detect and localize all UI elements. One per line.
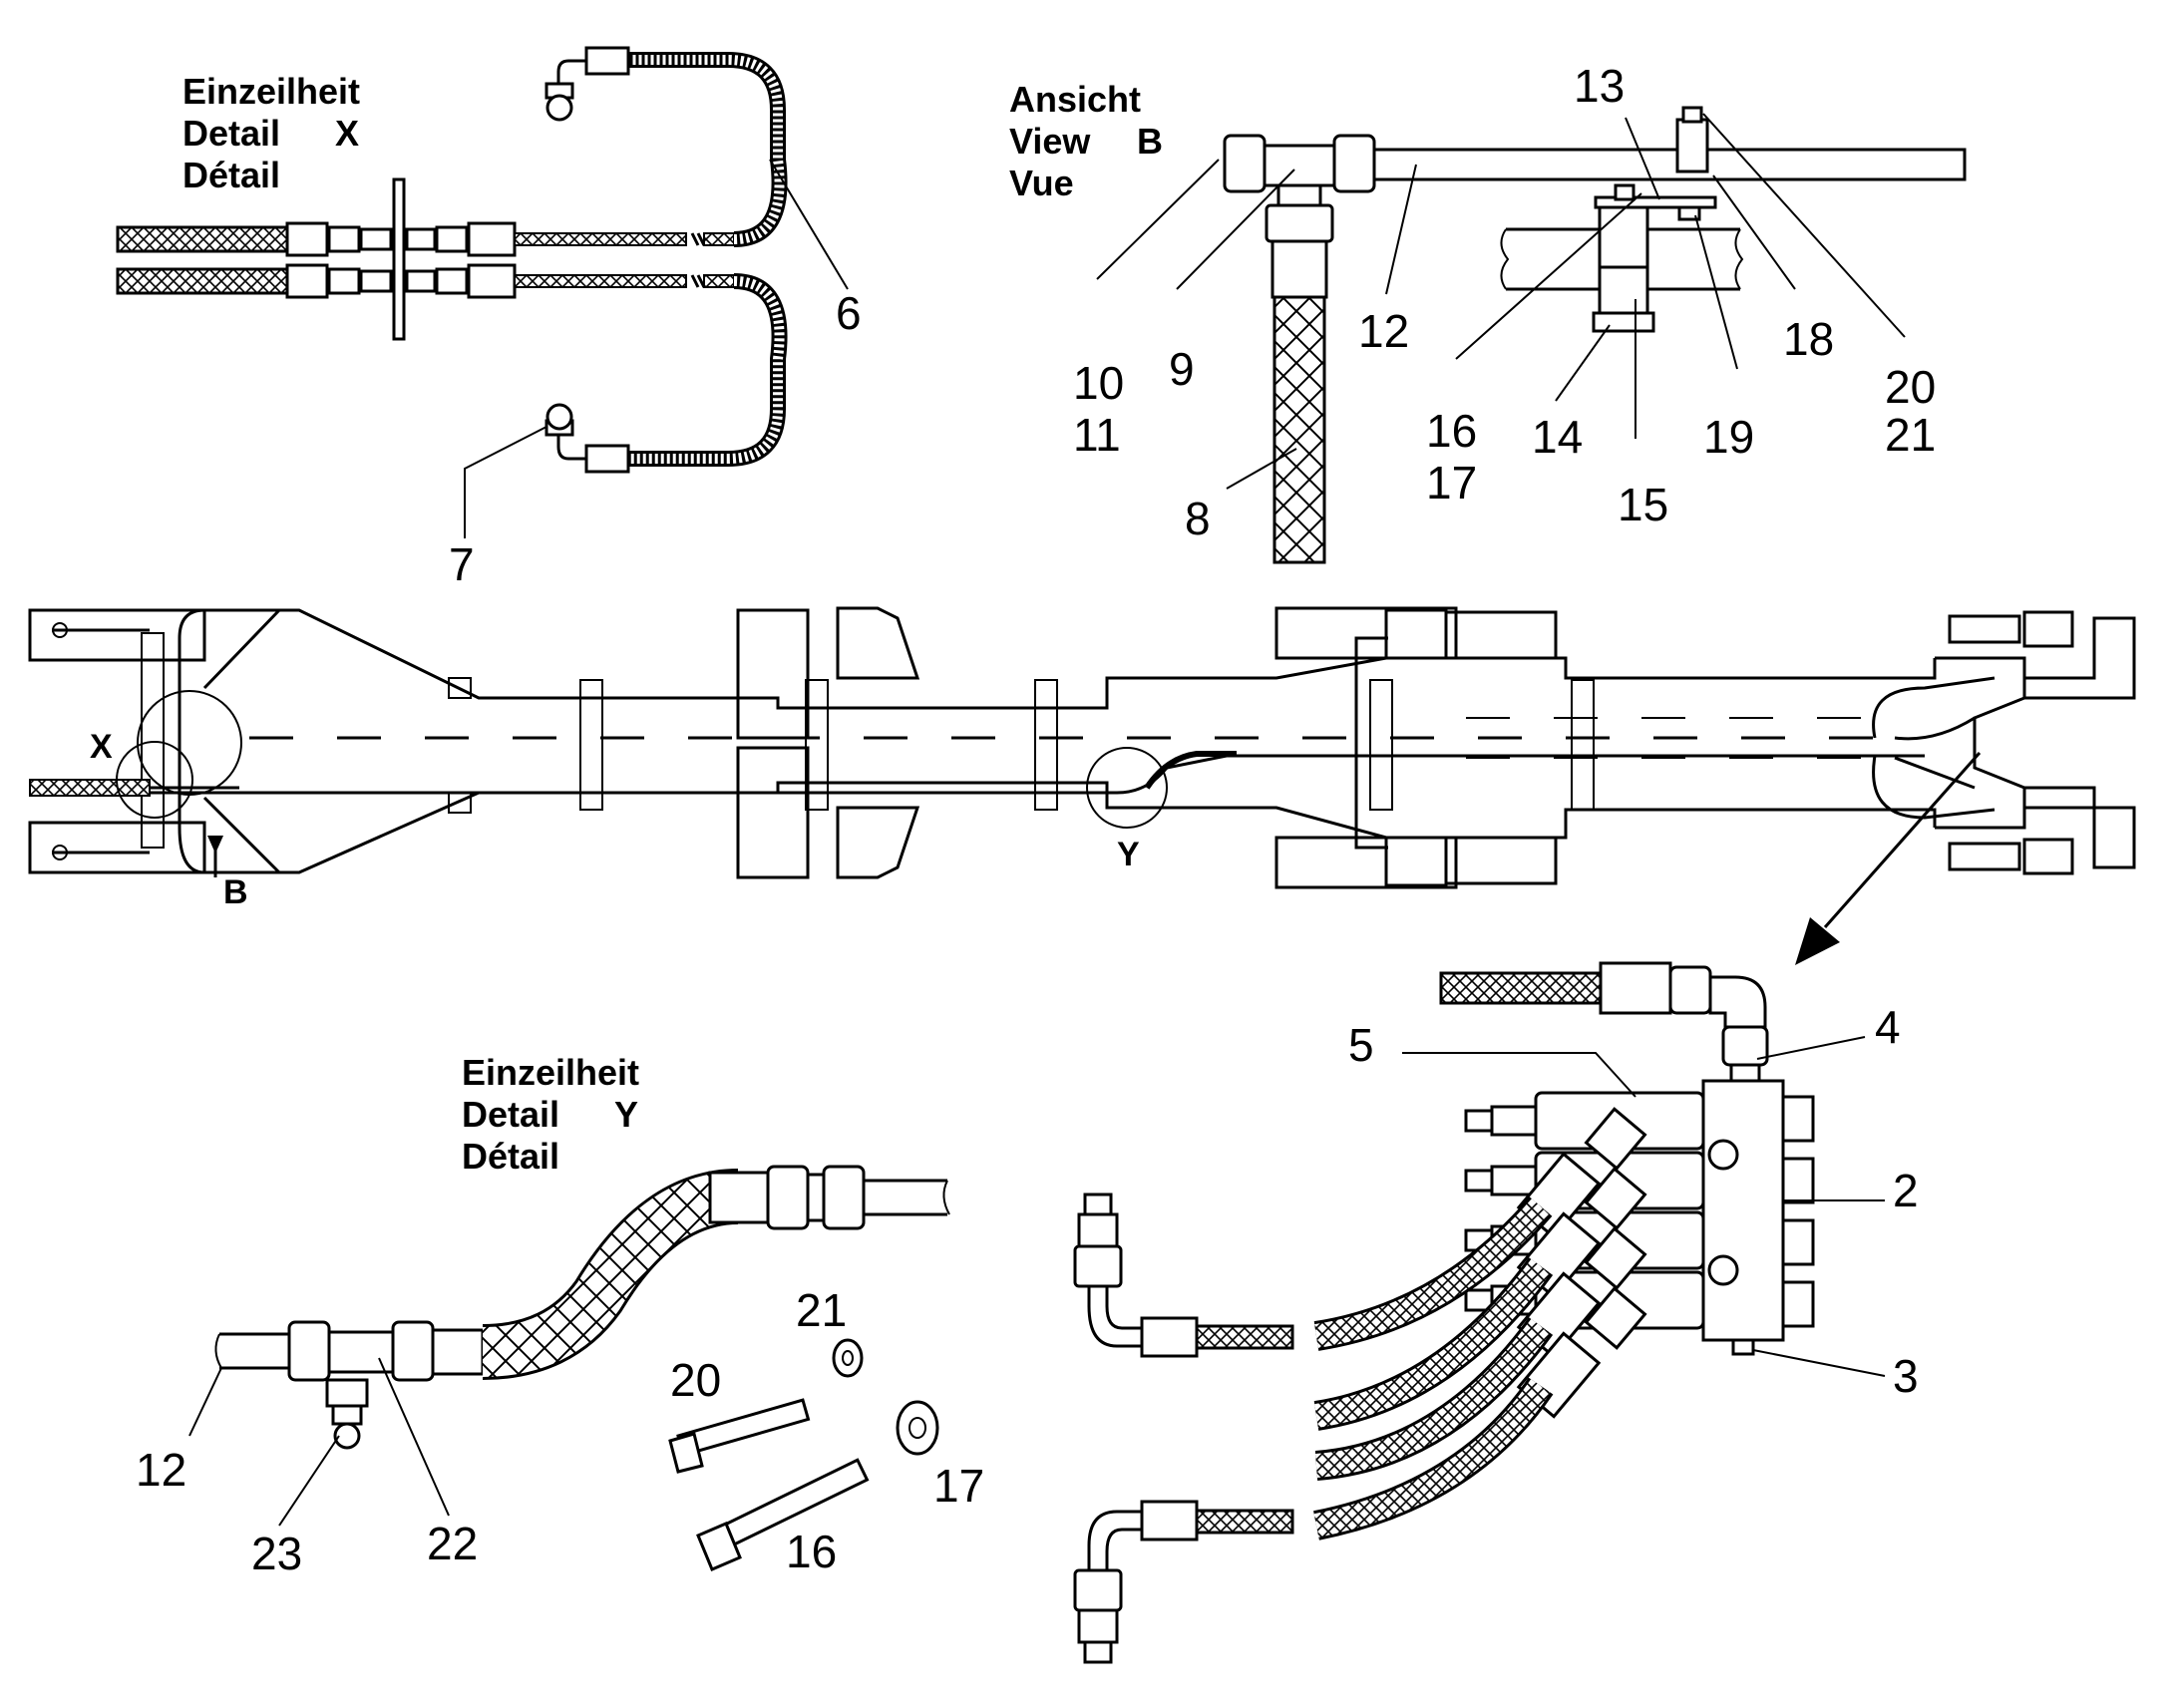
view-b-title-en: View bbox=[1009, 121, 1091, 162]
callout-2: 2 bbox=[1893, 1165, 1919, 1216]
callout-19: 19 bbox=[1703, 411, 1754, 463]
callout-4: 4 bbox=[1875, 1001, 1901, 1053]
callout-20-top: 20 bbox=[1885, 361, 1936, 413]
callout-15: 15 bbox=[1618, 479, 1668, 530]
main-boom-assembly bbox=[28, 606, 2136, 889]
detail-y-title-fr: Détail bbox=[462, 1136, 559, 1177]
callout-16-bottom: 16 bbox=[786, 1526, 837, 1577]
callout-17-bottom: 17 bbox=[933, 1460, 984, 1512]
callout-21-top: 21 bbox=[1885, 409, 1936, 461]
view-b-title-de: Ansicht bbox=[1009, 79, 1141, 120]
callout-10: 10 bbox=[1073, 357, 1124, 409]
view-b-letter: B bbox=[1137, 121, 1163, 162]
callout-3: 3 bbox=[1893, 1350, 1919, 1402]
callout-16-top: 16 bbox=[1426, 405, 1477, 457]
detail-x-title-fr: Détail bbox=[182, 155, 280, 195]
detail-x-title-en: Detail bbox=[182, 113, 280, 154]
detail-x-drawing bbox=[116, 46, 849, 538]
detail-x-header: Einzeilheit Detail X Détail bbox=[182, 71, 360, 195]
detail-y-letter: Y bbox=[614, 1094, 638, 1135]
callout-6: 6 bbox=[836, 287, 862, 339]
callout-11: 11 bbox=[1073, 409, 1121, 461]
detail-y-drawing bbox=[188, 1165, 950, 1571]
callout-7: 7 bbox=[449, 538, 475, 590]
callout-18: 18 bbox=[1783, 313, 1834, 365]
marker-y: Y bbox=[1117, 836, 1140, 873]
marker-b: B bbox=[223, 873, 248, 911]
callout-12-bottom: 12 bbox=[136, 1444, 186, 1496]
view-b-title-fr: Vue bbox=[1009, 163, 1074, 203]
callout-8: 8 bbox=[1185, 493, 1211, 544]
view-b-drawing bbox=[1096, 106, 1967, 564]
detail-pointer-line bbox=[1823, 752, 1982, 928]
view-b-header: Ansicht View B Vue bbox=[1009, 79, 1163, 203]
distributor-detail bbox=[1073, 961, 1886, 1664]
callout-20-bottom: 20 bbox=[670, 1354, 721, 1406]
detail-x-letter: X bbox=[335, 113, 359, 154]
callout-17-top: 17 bbox=[1426, 457, 1477, 509]
detail-y-header: Einzeilheit Detail Y Détail bbox=[462, 1052, 639, 1177]
callout-13: 13 bbox=[1574, 60, 1625, 112]
callout-5: 5 bbox=[1348, 1019, 1374, 1071]
callout-21-bottom: 21 bbox=[796, 1284, 847, 1336]
callout-14: 14 bbox=[1532, 411, 1583, 463]
callout-12-top: 12 bbox=[1358, 305, 1409, 357]
callout-22: 22 bbox=[427, 1518, 478, 1569]
detail-x-title-de: Einzeilheit bbox=[182, 71, 360, 112]
callout-9: 9 bbox=[1169, 343, 1195, 395]
marker-x: X bbox=[90, 728, 113, 766]
detail-y-title-de: Einzeilheit bbox=[462, 1052, 639, 1093]
detail-y-title-en: Detail bbox=[462, 1094, 559, 1135]
callout-23: 23 bbox=[251, 1528, 302, 1579]
detail-pointer-arrowhead-icon bbox=[1795, 917, 1840, 965]
